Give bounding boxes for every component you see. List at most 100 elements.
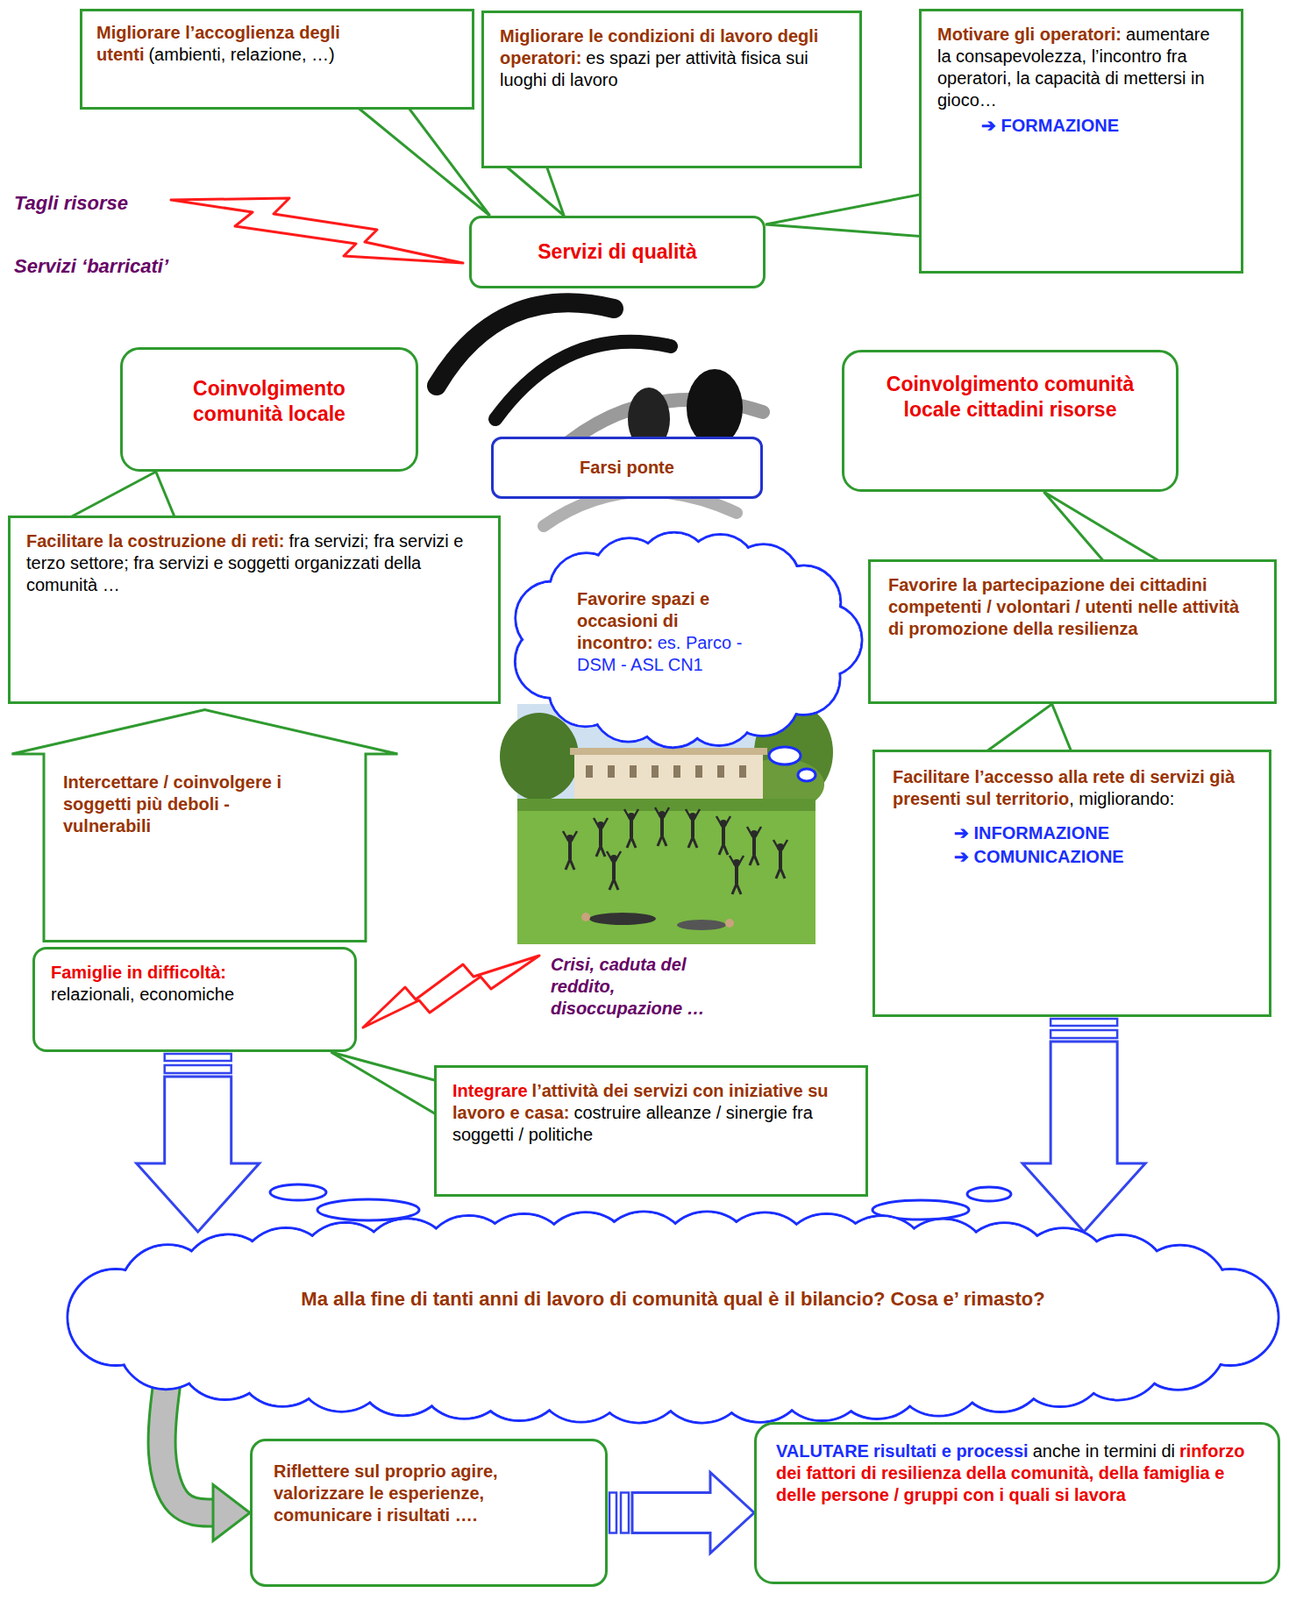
reflection-box: Riflettere sul proprio agire, valorizzar… [249, 1438, 608, 1588]
text-span: VALUTARE [776, 1441, 869, 1461]
cloud-puff [967, 1187, 1012, 1202]
lightning-bolt [170, 198, 463, 264]
photo-window [585, 765, 593, 778]
block-arrow [609, 1473, 755, 1554]
text-line: ➔ INFORMAZIONE [954, 822, 1252, 845]
family-box: Famiglie in difficoltà:relazionali, econ… [32, 947, 357, 1053]
callout-tail-shape [66, 471, 176, 520]
callout-box: Migliorare le condizioni di lavoro degli… [481, 10, 862, 169]
cloud-puff [270, 1184, 327, 1201]
callout-tail [1043, 491, 1162, 563]
quality-box: Servizi di qualità [469, 215, 766, 289]
person-figure [655, 807, 670, 847]
photo-window [607, 765, 615, 778]
callout-box: Facilitare l’accesso alla rete di serviz… [872, 749, 1272, 1018]
curved-arrow-head [213, 1485, 250, 1542]
person-figure [606, 851, 621, 891]
up-block-arrow: Intercettare / coinvolgere i soggetti pi… [10, 708, 399, 943]
arrow-stripe [1050, 1018, 1118, 1026]
callout-tail-shape [330, 1052, 438, 1116]
person-figure [729, 855, 744, 895]
text-line: ➔ COMUNICAZIONE [954, 846, 1252, 869]
person-head [581, 912, 591, 922]
text-span: , migliorando: [1068, 789, 1175, 809]
text-span: (ambienti, relazione, …) [148, 44, 335, 65]
community-box: Coinvolgimento comunità locale cittadini… [841, 349, 1179, 492]
callout-tail [504, 164, 564, 216]
cloud-fill [115, 1260, 1231, 1375]
text-line: Famiglie in difficoltà: [50, 961, 339, 984]
callout-tail-shape [1043, 491, 1162, 563]
block-arrow [136, 1053, 260, 1233]
callout-tail-shape [765, 193, 923, 236]
arrow-stripe [164, 1053, 232, 1062]
person-lying [676, 919, 727, 931]
photo-window [651, 765, 659, 778]
person-figure [773, 840, 788, 879]
cloud-outline [65, 1210, 1281, 1425]
community-box: Coinvolgimento comunità locale [120, 347, 419, 472]
arrow-stripe [164, 1065, 232, 1074]
callout-tail-shape [983, 704, 1072, 754]
question-cloud: Ma alla fine di tanti anni di lavoro di … [65, 1210, 1281, 1425]
callout-box: Motivare gli operatori:aumentare la cons… [918, 8, 1244, 274]
block-arrow-shape [632, 1473, 755, 1554]
callout-box: Favorire la partecipazione dei cittadini… [868, 559, 1277, 705]
arrow-stripe [620, 1493, 629, 1534]
callout-box: Facilitare la costruzione di reti:fra se… [7, 515, 501, 705]
person-lying [589, 912, 656, 926]
photo-window [717, 765, 725, 778]
thought-dot [769, 747, 801, 765]
text-span: Ma alla fine di tanti anni di lavoro di … [300, 1288, 1045, 1311]
cloud-fill [545, 569, 826, 712]
callout-box: Integrarel’attività dei servizi con iniz… [434, 1065, 869, 1197]
callout-box: Migliorare l’accoglienza degli utenti(am… [79, 8, 475, 110]
callout-tail-shape [356, 106, 491, 216]
logo-arch [436, 302, 614, 386]
text-line: relazionali, economiche [50, 983, 339, 1006]
photo-window [673, 765, 681, 778]
text-span: Coinvolgimento comunità locale [192, 377, 346, 426]
text-span: Facilitare l’accesso alla rete di serviz… [892, 767, 1235, 809]
callout-tail [356, 106, 491, 216]
person-figure [716, 816, 731, 855]
text-span: Coinvolgimento comunità locale cittadini… [886, 372, 1134, 421]
note-label: Tagli risorse [14, 191, 129, 216]
bridge-box: Farsi ponte [491, 436, 763, 499]
text-span: Integrare [452, 1081, 528, 1101]
logo-arch [495, 341, 671, 420]
text-span: Favorire la partecipazione dei cittadini… [888, 575, 1240, 639]
text-span: Motivare gli operatori: [937, 24, 1122, 44]
evaluation-box: VALUTARErisultati e processianche in ter… [754, 1422, 1281, 1585]
curved-arrow [162, 1385, 250, 1542]
callout-tail [983, 704, 1072, 754]
text-span: Riflettere sul proprio agire, valorizzar… [273, 1461, 499, 1525]
person-figure [562, 831, 577, 870]
photo-tree [499, 712, 579, 801]
logo-oval [686, 369, 743, 447]
text-span: Servizi di qualità [537, 240, 698, 264]
photo-roof [569, 747, 768, 755]
curved-arrow-body [162, 1385, 215, 1514]
photo-tree [736, 758, 825, 812]
arrow-stripe [1050, 1030, 1118, 1039]
photo-window [629, 765, 637, 778]
thought-dot [797, 769, 816, 782]
photo-lawn [517, 798, 816, 945]
photo-window [695, 765, 703, 778]
person-figure [685, 809, 700, 848]
block-arrow-outline [12, 710, 399, 942]
arrow-stripe [609, 1493, 617, 1534]
person-head [725, 918, 734, 928]
text-span: anche in termini di [1032, 1441, 1176, 1461]
person-figure [624, 809, 639, 848]
note-label: Crisi, caduta del reddito, disoccupazion… [550, 954, 735, 1020]
callout-tail-shape [504, 164, 564, 216]
callout-tail [765, 193, 923, 236]
photo-hedge [517, 798, 816, 812]
person-figure [747, 826, 762, 866]
photo-building [574, 754, 763, 804]
note-label: Servizi ‘barricati’ [14, 254, 169, 279]
